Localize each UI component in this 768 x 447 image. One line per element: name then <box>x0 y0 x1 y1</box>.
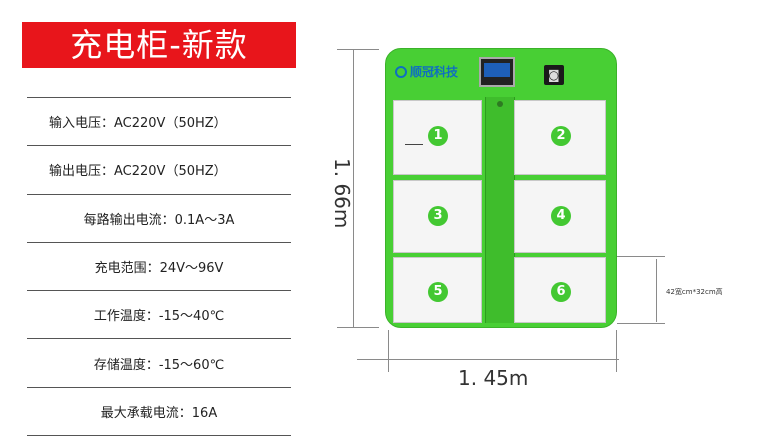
brand-logo-text: 顺冠科技 <box>410 65 459 79</box>
brand-logo-icon <box>395 65 407 78</box>
spec-text: 每路输出电流：0.1A～3A <box>83 212 235 228</box>
height-label: 1. 66m <box>330 158 354 229</box>
door-number: 6 <box>551 282 571 302</box>
width-dimension-tick <box>388 330 389 372</box>
spec-text: 输出电压：AC220V（50HZ） <box>49 164 227 180</box>
title-banner: 充电柜-新款 <box>22 22 296 68</box>
locker-door: 5 <box>393 257 482 323</box>
display-screen-inner <box>484 63 510 77</box>
door-dimension-line <box>656 259 657 322</box>
spec-text: 工作温度：-15～40℃ <box>93 309 225 325</box>
spec-row: 最大承载电流：16A <box>27 388 291 437</box>
spec-row: 输入电压：AC220V（50HZ） <box>27 98 291 147</box>
door-number: 5 <box>428 282 448 302</box>
card-reader-icon: ◙ <box>548 68 560 82</box>
locker-door: 3 <box>393 180 482 253</box>
locker-door: 2 <box>514 100 606 175</box>
door-size-label: 42宽cm*32cm高 <box>666 288 723 296</box>
height-dimension-line <box>353 49 354 327</box>
spec-text: 充电范围：24V～96V <box>94 261 224 277</box>
spec-row: 存储温度：-15～60℃ <box>27 339 291 388</box>
page-title: 充电柜-新款 <box>70 26 248 64</box>
charging-cabinet: 顺冠科技 ◙ 1 2 3 4 5 6 <box>385 48 617 328</box>
width-dimension-line <box>357 359 619 360</box>
spec-text: 输入电压：AC220V（50HZ） <box>49 116 227 132</box>
spec-text: 存储温度：-15～60℃ <box>93 357 225 373</box>
width-label: 1. 45m <box>458 366 529 390</box>
door-dimension-tick <box>617 256 665 257</box>
height-dimension-tick <box>337 327 379 328</box>
display-screen <box>479 57 515 87</box>
locker-door: 4 <box>514 180 606 253</box>
height-dimension-tick <box>337 49 379 50</box>
width-dimension-tick <box>616 330 617 372</box>
spec-row: 输出电压：AC220V（50HZ） <box>27 146 291 195</box>
door-mark <box>405 144 423 145</box>
lock-indicator <box>497 101 503 107</box>
door-number: 3 <box>428 206 448 226</box>
spec-text: 最大承载电流：16A <box>100 405 218 421</box>
spec-row: 每路输出电流：0.1A～3A <box>27 195 291 243</box>
spec-row: 工作温度：-15～40℃ <box>27 291 291 340</box>
locker-door: 6 <box>514 257 606 323</box>
spec-table: 输入电压：AC220V（50HZ） 输出电压：AC220V（50HZ） 每路输出… <box>27 97 291 437</box>
door-number: 1 <box>428 126 448 146</box>
center-divider <box>485 97 515 323</box>
door-number: 2 <box>551 126 571 146</box>
door-dimension-tick <box>617 323 665 324</box>
card-reader: ◙ <box>544 65 564 85</box>
brand-logo: 顺冠科技 <box>395 63 458 80</box>
locker-door: 1 <box>393 100 482 175</box>
door-number: 4 <box>551 206 571 226</box>
spec-row: 充电范围：24V～96V <box>27 243 291 292</box>
